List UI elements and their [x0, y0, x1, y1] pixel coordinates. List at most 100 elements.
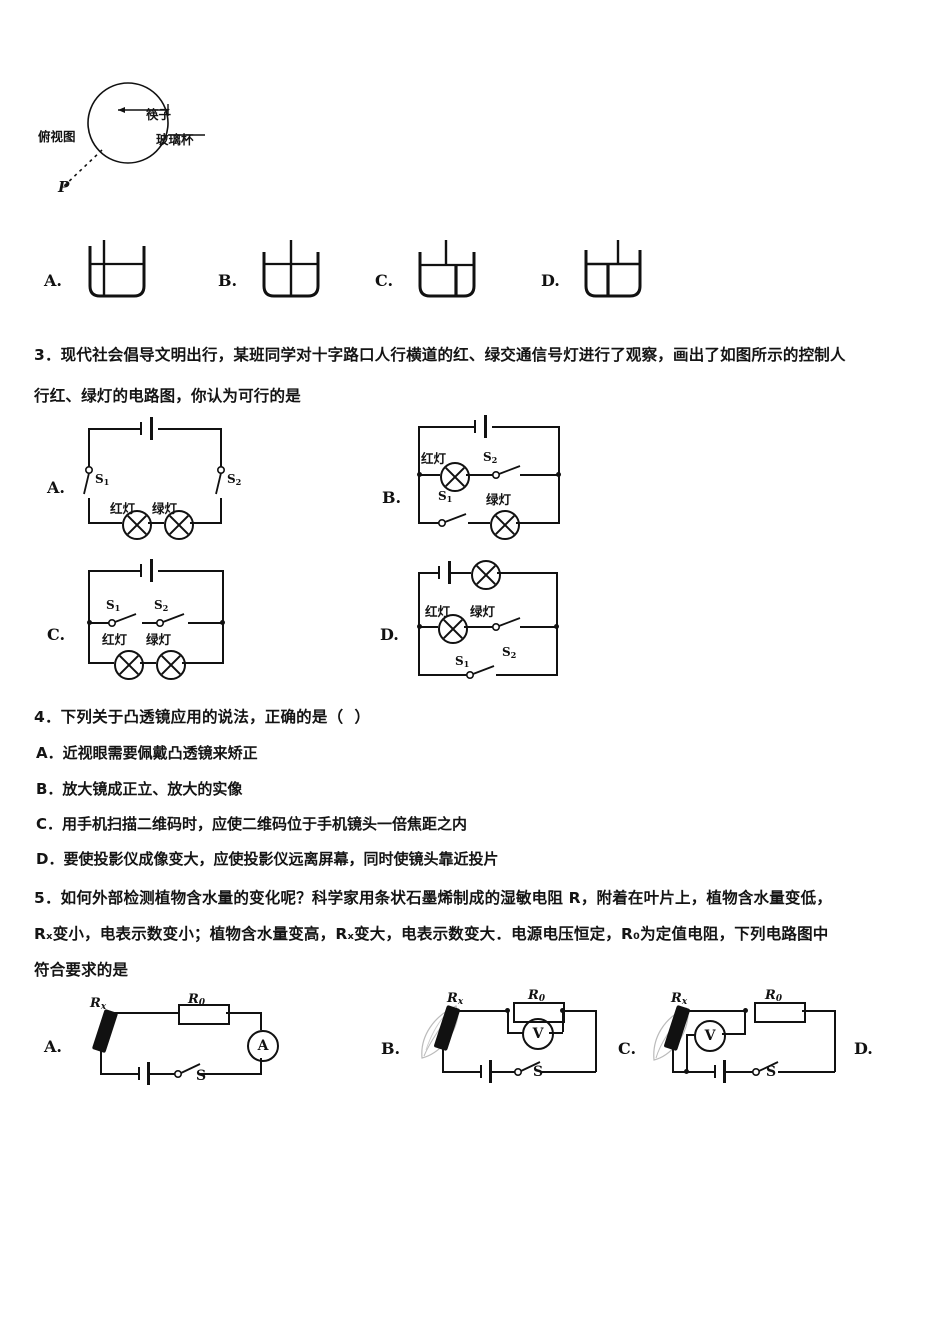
battery-long-plate	[448, 561, 451, 584]
q3b-s1-label: S1	[438, 489, 453, 505]
switch-s[interactable]	[512, 1059, 552, 1085]
cup-option-label-a: A.	[44, 271, 62, 290]
top-view-figure	[30, 78, 290, 208]
switch-s[interactable]	[750, 1059, 790, 1085]
battery-long-plate	[150, 559, 153, 582]
q5-circuit-c[interactable]: V	[648, 988, 858, 1093]
voltmeter: V	[522, 1018, 554, 1050]
wire-mid-1	[418, 474, 440, 476]
lamp-red	[440, 462, 470, 492]
cup-option-label-b: B.	[218, 271, 238, 290]
sight-line-dotted	[61, 149, 103, 189]
q5b-rx-label: Rx	[447, 991, 464, 1008]
wire-right-upper	[220, 428, 222, 470]
wire-bot-1	[100, 1073, 138, 1075]
question4-option-c[interactable]: C．用手机扫描二维码时，应使二维码位于手机镜头一倍焦距之内	[36, 815, 468, 833]
r0-resistor	[754, 1002, 806, 1023]
q3-circuit-a[interactable]	[80, 417, 280, 540]
wire-v-bottom-right	[549, 1032, 563, 1034]
wire-v-left	[686, 1034, 688, 1072]
cup-option-label-d: D.	[541, 271, 560, 290]
wire-bot-2	[492, 1071, 516, 1073]
switch-s2[interactable]	[490, 462, 532, 488]
q3a-red-lamp-label: 红灯	[110, 501, 136, 516]
wire-bottom-3	[190, 522, 222, 524]
switch-s2[interactable]	[154, 610, 196, 636]
q3d-red-lamp-label: 红灯	[425, 604, 451, 619]
switch-s1[interactable]	[464, 662, 506, 688]
battery-long-plate	[489, 1060, 492, 1083]
q3b-green-lamp-label: 绿灯	[486, 492, 512, 507]
wire-v-top	[722, 1033, 746, 1035]
q5-circuit-b[interactable]: V	[412, 988, 622, 1093]
q3d-green-lamp-label: 绿灯	[470, 604, 496, 619]
chopstick-arrowhead	[118, 107, 125, 113]
wire-bot-2	[140, 662, 156, 664]
question4-option-a[interactable]: A．近视眼需要佩戴凸透镜来矫正	[36, 744, 258, 762]
cup-option-label-c: C.	[375, 271, 394, 290]
switch-s1[interactable]	[106, 610, 148, 636]
cup-option-a[interactable]	[78, 240, 156, 306]
wire-top-left	[418, 572, 438, 574]
q3-option-label-c: C.	[47, 625, 66, 644]
wire-mid-2	[466, 474, 494, 476]
wire-v-right	[744, 1010, 746, 1034]
node-mid-left	[417, 472, 422, 477]
q3-option-label-b: B.	[382, 488, 402, 507]
q3-option-label-d: D.	[380, 625, 399, 644]
q3a-s2-label: S2	[227, 472, 242, 488]
node-mid-left	[87, 620, 92, 625]
voltmeter: V	[694, 1020, 726, 1052]
q3b-s2-label: S2	[483, 450, 498, 466]
battery-long-plate	[484, 415, 487, 438]
wire-top-right	[497, 572, 558, 574]
wire-v-left	[507, 1010, 509, 1032]
node-mid-right	[220, 620, 225, 625]
battery-short-plate	[714, 1065, 716, 1078]
wire-bot-1	[418, 674, 468, 676]
cup-option-b[interactable]	[252, 240, 330, 306]
battery-long-plate	[150, 417, 153, 440]
wire-top-1	[454, 1010, 508, 1012]
wire-right-lower	[260, 1058, 262, 1074]
q5-circuit-a[interactable]: A	[78, 988, 288, 1088]
q5a-switch-label: S	[196, 1068, 207, 1084]
wire-right-upper	[260, 1012, 262, 1030]
lamp-green	[156, 650, 186, 680]
lamp-red	[122, 510, 152, 540]
q5a-rx-label: Rx	[90, 996, 107, 1013]
wire-bot-3	[778, 1071, 835, 1073]
question4-option-d[interactable]: D．要使投影仪成像变大，应使投影仪远离屏幕，同时使镜头靠近投片	[36, 850, 499, 868]
q3c-green-lamp-label: 绿灯	[146, 632, 172, 647]
switch-s[interactable]	[172, 1061, 212, 1087]
wire-mid-3	[520, 474, 558, 476]
q5-option-label-b: B.	[381, 1039, 401, 1058]
q3b-red-lamp-label: 红灯	[421, 451, 447, 466]
wire-bottom-2	[148, 522, 164, 524]
q3-circuit-c[interactable]	[80, 559, 280, 680]
cup-option-c[interactable]	[408, 240, 486, 306]
wire-left-lower	[88, 498, 90, 524]
q3-circuit-b[interactable]	[410, 415, 610, 540]
switch-s1[interactable]	[80, 464, 114, 500]
wire-mid-3	[188, 622, 222, 624]
wire-left-upper	[88, 428, 90, 470]
wire-bot-3	[540, 1071, 596, 1073]
q3c-s1-label: S1	[106, 598, 121, 614]
wire-right-rail	[222, 570, 224, 664]
switch-s2[interactable]	[490, 614, 532, 640]
q5c-rx-label: Rx	[671, 991, 688, 1008]
switch-s2[interactable]	[212, 464, 246, 500]
q3-circuit-d[interactable]	[410, 560, 620, 690]
glass-cup-circle	[87, 82, 169, 164]
wire-top-left	[88, 570, 140, 572]
wire-bot-3	[516, 522, 558, 524]
wire-left-rail	[100, 1044, 102, 1074]
cup-option-d[interactable]	[574, 240, 652, 306]
rx-strip	[91, 1008, 119, 1054]
wire-bot-1	[88, 662, 114, 664]
question4-option-b[interactable]: B．放大镜成正立、放大的实像	[36, 780, 243, 798]
switch-s1[interactable]	[436, 510, 478, 536]
wire-top-2	[561, 1010, 597, 1012]
